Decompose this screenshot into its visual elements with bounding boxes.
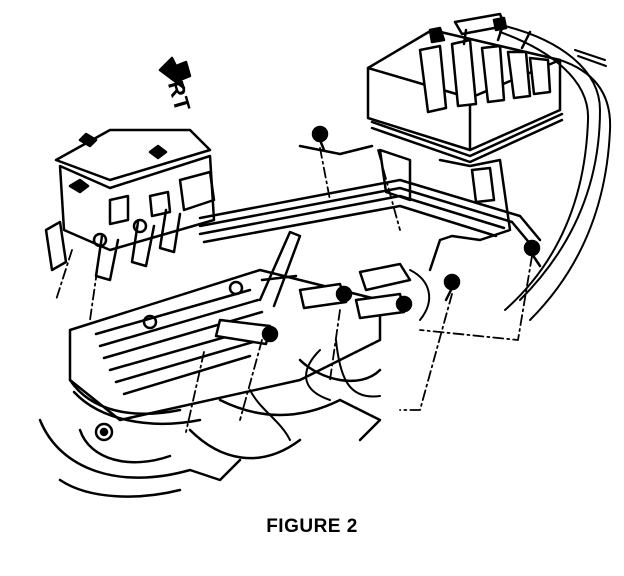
leader-lines [55,147,533,433]
valve-cover [68,268,382,426]
ignition-coil-pack [366,12,564,164]
coil-mounting-bracket [298,125,542,302]
front-arrow-icon [158,56,192,90]
exhaust-manifold [38,358,382,498]
figure-caption: FIGURE 2 [266,516,358,537]
spark-plug-boots [214,230,413,346]
engine-cylinder-head [44,128,216,282]
wiring-harness [198,178,542,248]
spark-plug-wires-right [499,25,612,321]
